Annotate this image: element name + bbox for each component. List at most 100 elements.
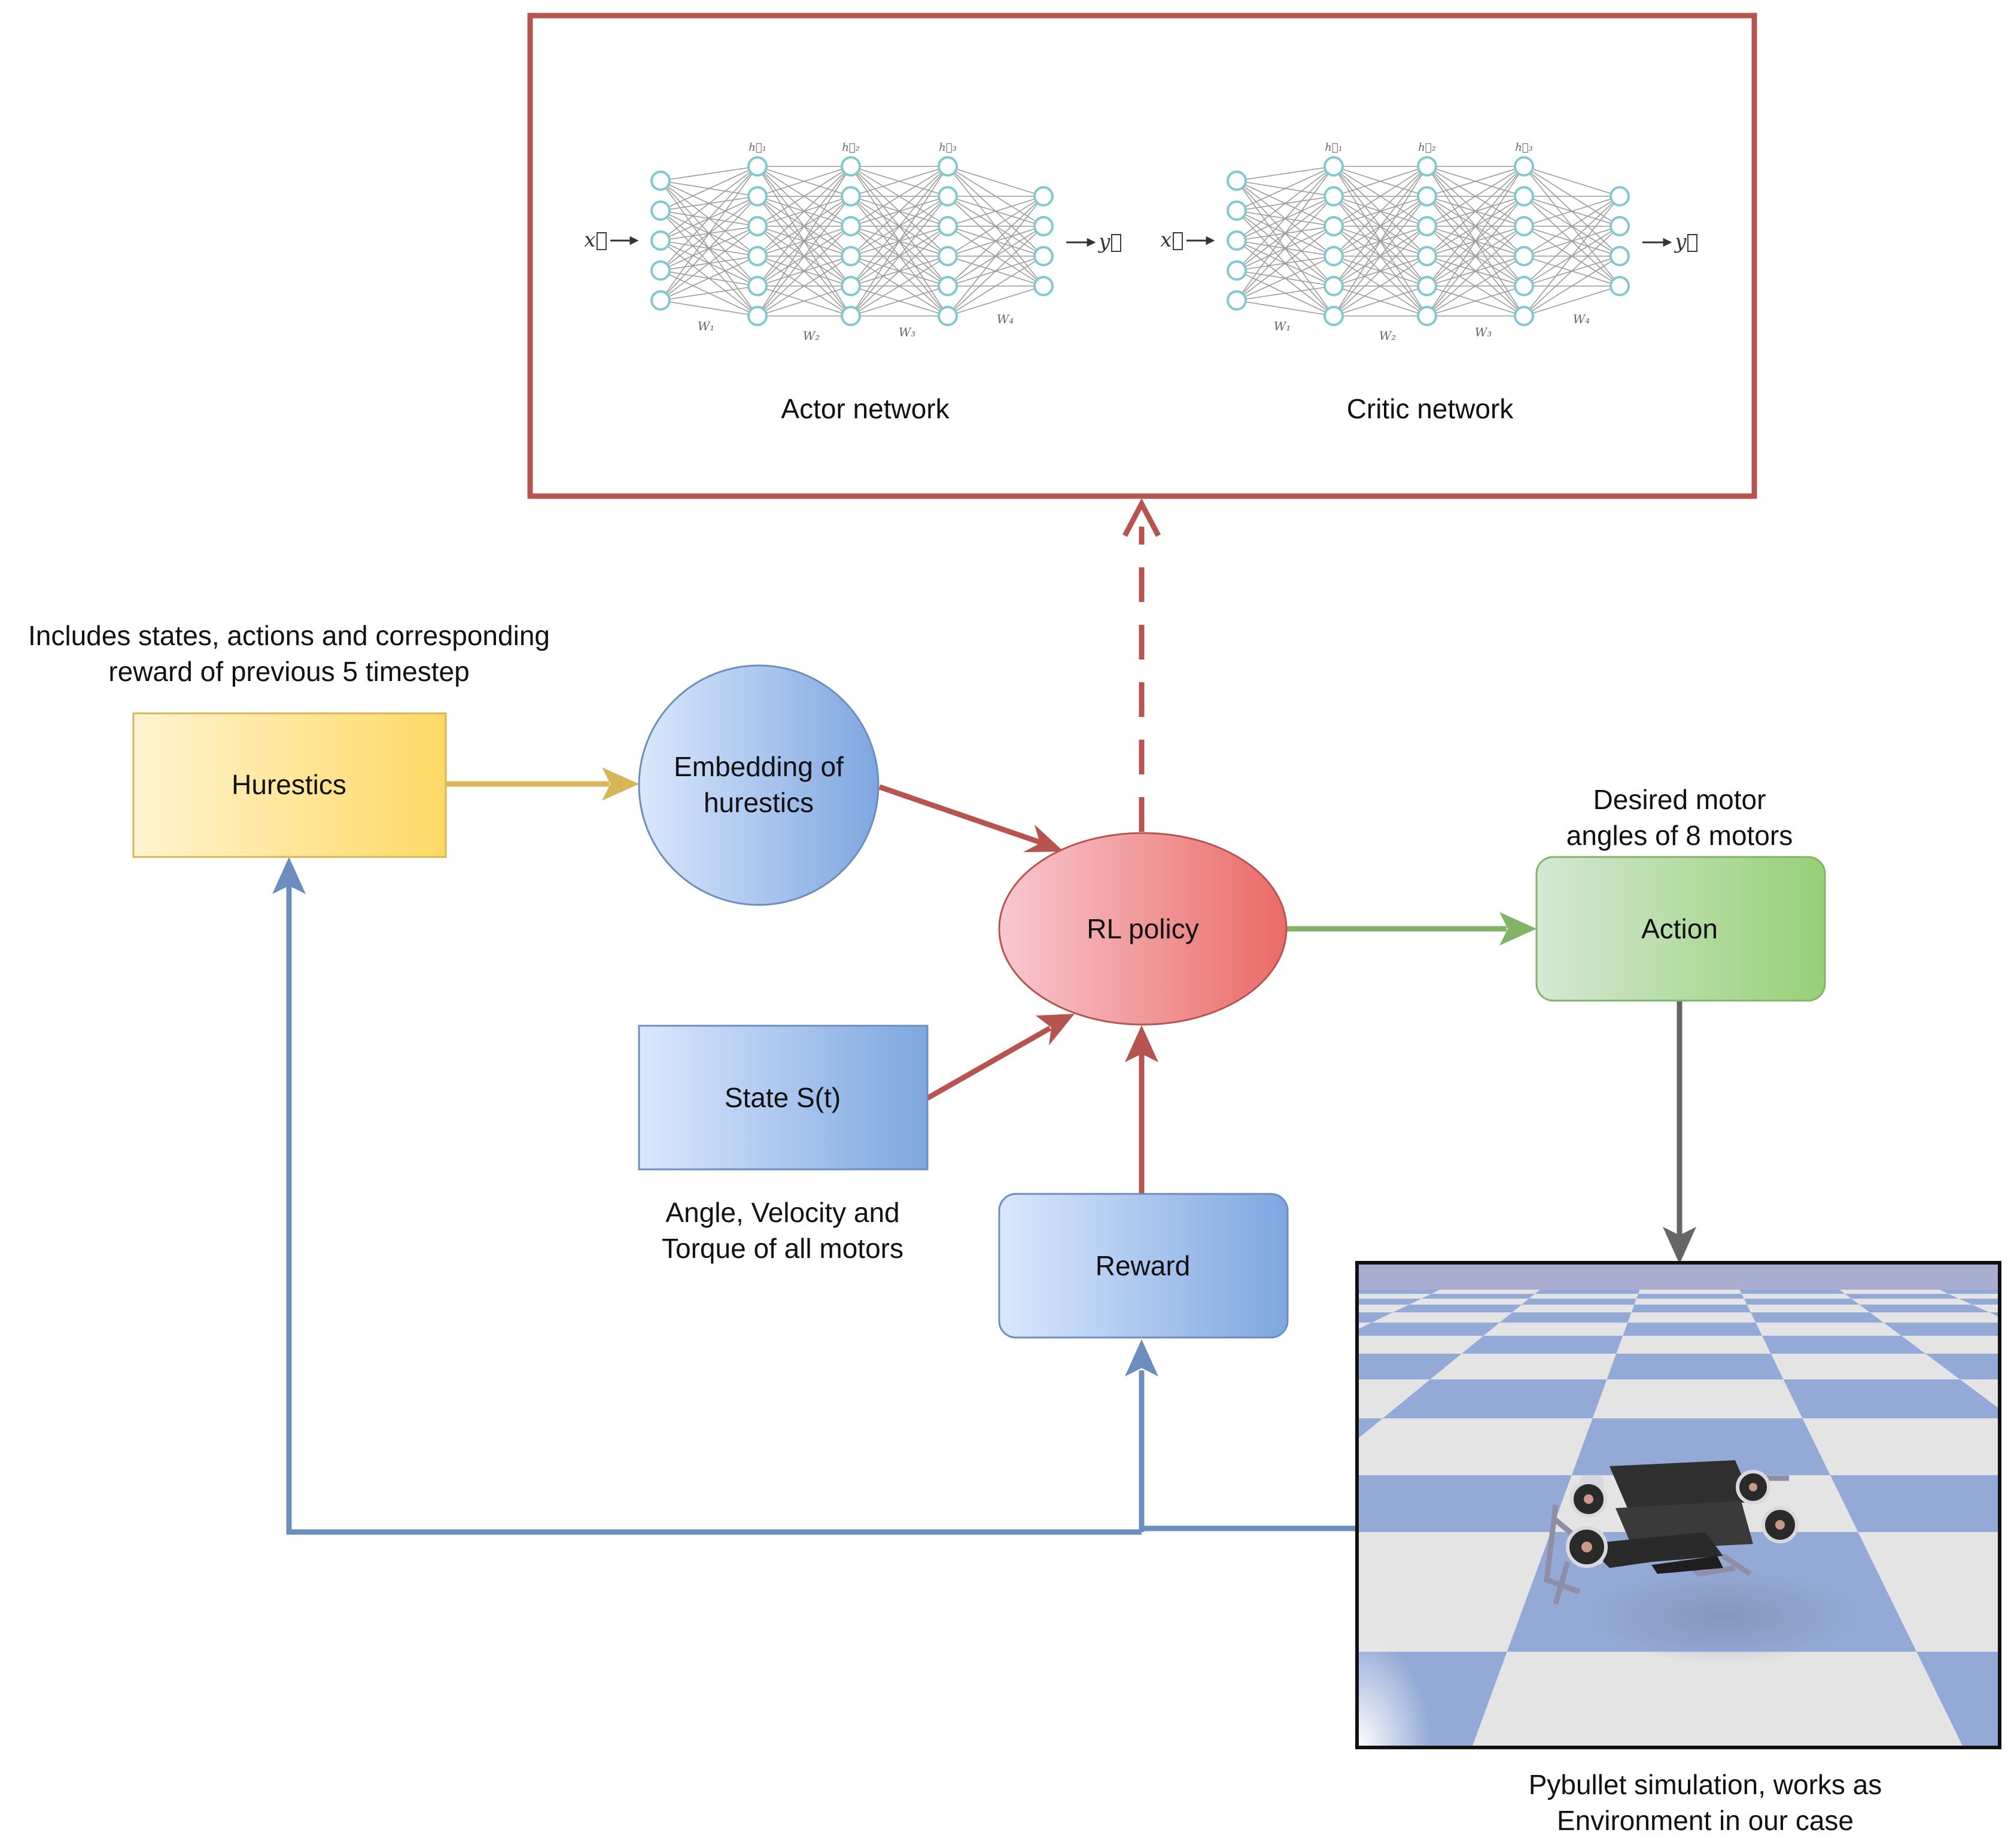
floor-tile bbox=[1357, 1418, 1383, 1440]
state-box[interactable] bbox=[638, 1025, 929, 1171]
floor-tile bbox=[1461, 1336, 1623, 1354]
floor-tile bbox=[1925, 1354, 2000, 1379]
neuron bbox=[1610, 186, 1630, 206]
floor-tile bbox=[0, 1652, 688, 1747]
rl-policy-ellipse[interactable] bbox=[998, 832, 1288, 1026]
neuron bbox=[1417, 156, 1437, 177]
neuron bbox=[1227, 171, 1247, 191]
output-vector-label: y⃗ bbox=[1674, 230, 1699, 254]
neuron bbox=[938, 306, 958, 326]
neuron bbox=[938, 246, 958, 266]
floor-tile bbox=[1357, 1312, 1393, 1323]
neuron bbox=[841, 276, 861, 296]
neuron bbox=[1610, 276, 1630, 296]
neuron bbox=[747, 306, 768, 326]
floor-tile bbox=[1830, 1475, 2000, 1532]
output-vector-label: y⃗ bbox=[1097, 230, 1122, 254]
neuron bbox=[841, 186, 861, 206]
weight-label: W₃ bbox=[1475, 325, 1492, 339]
floor-tile bbox=[1845, 1294, 1959, 1299]
weight-label: W₂ bbox=[1379, 329, 1397, 343]
neuron bbox=[1514, 186, 1534, 206]
neuron bbox=[650, 260, 671, 281]
floor-tile bbox=[543, 1379, 900, 1418]
floor-tile bbox=[1535, 1290, 1640, 1294]
floor-tile bbox=[900, 1354, 1152, 1379]
floor-tile bbox=[132, 1294, 294, 1299]
embedding-node: Embedding of hurestics bbox=[638, 664, 880, 906]
floor-tile bbox=[1884, 1323, 2000, 1336]
action-node: Desired motor angles of 8 motors Action bbox=[1535, 784, 1826, 1002]
input-vector-label: x⃗ bbox=[1160, 228, 1184, 252]
neuron bbox=[1227, 200, 1247, 221]
neuron bbox=[1417, 276, 1437, 296]
arrowhead-reward bbox=[1125, 1339, 1158, 1376]
floor-tile bbox=[0, 1323, 220, 1336]
neuron bbox=[1033, 246, 1054, 266]
floor-tile bbox=[1750, 1312, 1884, 1323]
floor-tile bbox=[1392, 1305, 1522, 1312]
connection-lines bbox=[660, 166, 1044, 317]
floor-tile bbox=[561, 1294, 707, 1299]
reward-box[interactable] bbox=[998, 1193, 1289, 1339]
simulation-frame bbox=[1355, 1261, 2001, 1749]
neuron bbox=[938, 276, 958, 296]
simulation-caption-line1: Pybullet simulation, works as bbox=[1529, 1769, 1882, 1800]
floor-tile bbox=[708, 1290, 841, 1294]
embedding-circle[interactable] bbox=[638, 664, 880, 906]
floor-tile bbox=[0, 1290, 42, 1294]
neuron bbox=[1514, 246, 1534, 266]
action-box[interactable] bbox=[1535, 856, 1826, 1002]
neuron bbox=[1514, 216, 1534, 236]
hidden-layer-label: h⃗₁ bbox=[1325, 141, 1343, 154]
floor-tile bbox=[0, 1354, 225, 1379]
neuron bbox=[1324, 246, 1344, 266]
neuron bbox=[1324, 216, 1344, 236]
floor-tile bbox=[123, 1379, 547, 1418]
neuron bbox=[1514, 306, 1534, 326]
neuron bbox=[747, 156, 768, 177]
floor-tile bbox=[1357, 1354, 1462, 1379]
floor-tile bbox=[1959, 1299, 2000, 1305]
floor-tile bbox=[1939, 1290, 2000, 1294]
floor-tile bbox=[1357, 1290, 1440, 1294]
floor-tile bbox=[620, 1299, 776, 1305]
neuron bbox=[1324, 306, 1344, 326]
hidden-layer-label: h⃗₁ bbox=[749, 141, 766, 154]
neuron bbox=[650, 290, 671, 311]
floor-tile bbox=[547, 1354, 844, 1379]
floor-tile bbox=[1607, 1354, 1784, 1379]
neuron bbox=[1417, 246, 1437, 266]
neuron bbox=[1417, 216, 1437, 236]
floor-tile bbox=[1989, 1312, 2000, 1317]
neuron bbox=[1324, 276, 1344, 296]
networks-frame bbox=[527, 13, 1757, 499]
io-arrows bbox=[1186, 236, 1672, 247]
floor-tile bbox=[509, 1323, 732, 1336]
heuristics-box[interactable] bbox=[132, 712, 447, 858]
arrowhead-embedding bbox=[602, 767, 639, 801]
sim-corner-glow bbox=[1357, 1520, 1507, 1747]
weight-label: W₂ bbox=[803, 329, 820, 343]
simulation-screenshot: Pybullet simulation, works as Environmen… bbox=[0, 1261, 2001, 1836]
neuron bbox=[1033, 186, 1054, 206]
state-to-policy-arrow bbox=[926, 1026, 1052, 1101]
neuron bbox=[1417, 186, 1437, 206]
floor-tile bbox=[1499, 1312, 1632, 1323]
action-note-line2: angles of 8 motors bbox=[1566, 820, 1793, 851]
weight-label: W₁ bbox=[1274, 319, 1291, 333]
floor-tile bbox=[534, 1336, 787, 1354]
neuron bbox=[841, 246, 861, 266]
actor-network-label: Actor network bbox=[781, 393, 950, 424]
hidden-layer-label: h⃗₃ bbox=[939, 141, 957, 154]
floor-tile bbox=[787, 1323, 988, 1336]
neuron bbox=[1227, 290, 1247, 311]
floor-tile bbox=[0, 1475, 21, 1532]
floor-tile bbox=[0, 1305, 170, 1312]
floor-tile bbox=[0, 1379, 194, 1418]
floor-tile bbox=[0, 1294, 87, 1299]
floor-tile bbox=[1623, 1323, 1762, 1336]
floor-tile bbox=[294, 1290, 442, 1294]
floor-tile bbox=[1571, 1418, 1830, 1475]
